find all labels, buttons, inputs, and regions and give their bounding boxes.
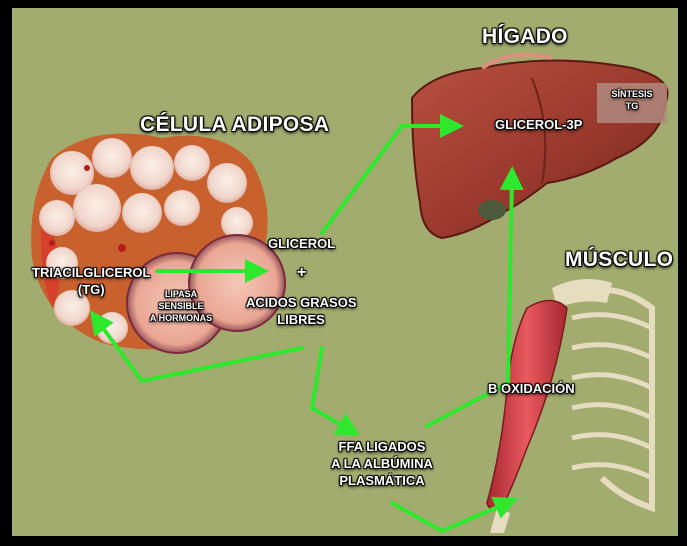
acidos-line1: ACIDOS GRASOS [246,294,356,311]
label-acidos-grasos: ACIDOS GRASOS LIBRES [246,294,356,328]
title-higado: HÍGADO [482,25,568,49]
triacilglicerol-line1: TRIACILGLICEROL [32,264,150,281]
label-b-oxidacion: B OXIDACIÓN [488,380,575,397]
ffa-line3: PLASMÁTICA [327,472,437,489]
ffa-line2: A LA ALBÚMINA [327,455,437,472]
acidos-line2: LIBRES [246,311,356,328]
label-triacilglicerol: TRIACILGLICEROL (TG) [32,264,150,298]
label-ffa-albumina: FFA LIGADOS A LA ALBÚMINA PLASMÁTICA [327,438,437,489]
ffa-line1: FFA LIGADOS [327,438,437,455]
diagram-frame: CÉLULA ADIPOSA HÍGADO MÚSCULO TRIACILGLI… [12,8,678,536]
label-glicerol-3p: GLICEROL-3P [495,116,582,133]
sintesis-line2: TG [602,100,662,112]
liver-illustration [412,55,668,238]
title-musculo: MÚSCULO [565,248,673,272]
label-sintesis-tg: SÍNTESIS TG [602,88,662,112]
label-lipasa: LIPASA SENSIBLE A HORMONAS [146,288,216,324]
lipasa-line2: SENSIBLE [146,300,216,312]
triacilglicerol-line2: (TG) [32,281,150,298]
label-plus: + [297,264,306,281]
sintesis-line1: SÍNTESIS [602,88,662,100]
label-glicerol: GLICEROL [268,235,335,252]
arrow-ffa-to-albumin [312,348,350,430]
lipasa-line3: A HORMONAS [146,312,216,324]
title-celula-adiposa: CÉLULA ADIPOSA [140,113,329,137]
lipasa-line1: LIPASA [146,288,216,300]
muscle-illustration [487,279,652,533]
